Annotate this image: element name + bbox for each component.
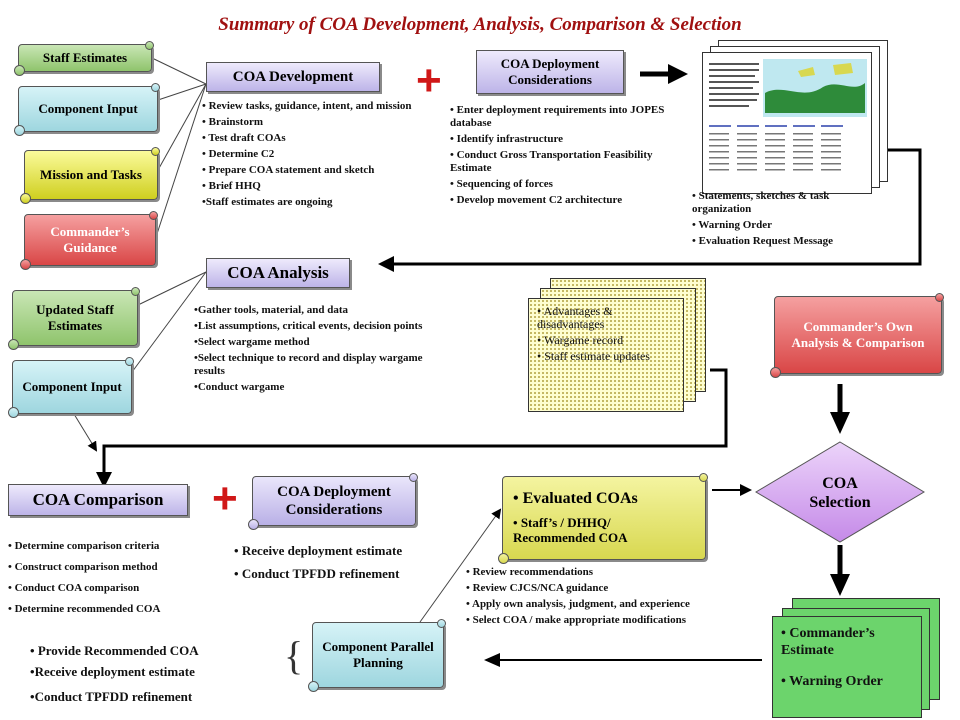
coa-sketch-document <box>702 52 872 194</box>
deployment-bottom-bullets: • Receive deployment estimate • Conduct … <box>234 544 454 583</box>
deployment-bottom-bullet: • Receive deployment estimate <box>234 543 403 558</box>
coa-comparison-header: COA Comparison <box>8 484 188 516</box>
arrow-left-icon <box>378 148 922 272</box>
component-parallel-planning-scroll: Component Parallel Planning <box>308 619 446 692</box>
development-bullet: • Brainstorm <box>202 116 263 128</box>
input-connectors <box>131 57 207 373</box>
arrow-right-icon <box>712 484 752 496</box>
coa-analysis-header: COA Analysis <box>206 258 350 288</box>
component-input-scroll: Component Input <box>14 83 160 136</box>
arrow-down-icon <box>830 384 850 434</box>
commanders-analysis-scroll: Commander’s Own Analysis & Comparison <box>770 293 944 378</box>
review-bullet: • Review CJCS/NCA guidance <box>466 582 609 594</box>
evaluated-coas-scroll: • Evaluated COAs • Staff’s / DHHQ/ Recom… <box>498 473 708 564</box>
product-bullet: • Evaluation Request Message <box>692 235 834 247</box>
analysis-output-bullet: • Wargame record <box>537 333 624 347</box>
coa-deployment-scroll-bottom: COA Deployment Considerations <box>248 473 418 530</box>
arrow-left-icon <box>484 653 762 667</box>
estimate-items: • Commander’s Estimate • Warning Order <box>781 625 915 693</box>
development-bullet: • Review tasks, guidance, intent, and mi… <box>202 100 412 112</box>
product-bullet: • Warning Order <box>692 219 773 231</box>
analysis-bullet: •Select wargame method <box>194 336 310 348</box>
mission-tasks-scroll: Mission and Tasks <box>20 147 160 204</box>
staff-estimates-scroll: Staff Estimates <box>14 41 154 76</box>
coa-selection-label: COA Selection <box>809 475 871 511</box>
arrow-left-icon <box>96 368 728 488</box>
component-input-mid-scroll: Component Input <box>8 357 134 418</box>
analysis-bullet: •List assumptions, critical events, deci… <box>194 320 423 332</box>
bottom-left-items: • Provide Recommended COA •Receive deplo… <box>30 644 280 706</box>
development-bullet: •Staff estimates are ongoing <box>202 196 333 208</box>
analysis-output-bullets: • Advantages & disadvantages • Wargame r… <box>537 305 677 366</box>
deployment-bullet: • Enter deployment requirements into JOP… <box>450 104 665 129</box>
coa-development-header: COA Development <box>206 62 380 92</box>
deployment-bottom-bullet: • Conduct TPFDD refinement <box>234 566 400 581</box>
comparison-bullet: • Determine comparison criteria <box>8 540 160 552</box>
products-top-bullets: • Statements, sketches & task organizati… <box>692 190 882 251</box>
plus-icon: + <box>212 474 238 523</box>
comparison-bullet: • Conduct COA comparison <box>8 582 140 594</box>
comparison-bullet: • Determine recommended COA <box>8 603 161 615</box>
bottom-left-item: •Receive deployment estimate <box>30 664 195 679</box>
review-bullet: • Select COA / make appropriate modifica… <box>466 614 686 626</box>
comparison-bullet: • Construct comparison method <box>8 561 158 573</box>
analysis-output-bullet: • Staff estimate updates <box>537 349 650 363</box>
updated-staff-estimates-scroll: Updated Staff Estimates <box>8 287 140 350</box>
deployment-bullet: • Conduct Gross Transportation Feasibili… <box>450 149 653 174</box>
page-title: Summary of COA Development, Analysis, Co… <box>218 14 742 35</box>
review-bullets: • Review recommendations • Review CJCS/N… <box>466 566 746 630</box>
arrow-down-icon <box>830 545 850 596</box>
development-bullet: • Test draft COAs <box>202 132 286 144</box>
coa-deployment-header-top: COA Deployment Considerations <box>476 50 624 94</box>
deployment-bullet: • Develop movement C2 architecture <box>450 194 623 206</box>
arrow-right-icon <box>640 64 688 84</box>
commanders-estimate-document: • Commander’s Estimate • Warning Order <box>772 616 922 718</box>
bottom-left-item: • Provide Recommended COA <box>30 643 199 658</box>
development-bullet: • Prepare COA statement and sketch <box>202 164 375 176</box>
deployment-top-bullets: • Enter deployment requirements into JOP… <box>450 104 670 210</box>
parallel-to-evaluated-connector <box>419 508 502 623</box>
bottom-left-item: •Conduct TPFDD refinement <box>30 689 193 704</box>
estimate-item: • Warning Order <box>781 674 883 689</box>
analysis-bullet: •Select technique to record and display … <box>194 352 423 377</box>
analysis-bullet: •Conduct wargame <box>194 381 285 393</box>
comparison-bullets: • Determine comparison criteria • Constr… <box>8 540 208 624</box>
development-bullet: • Determine C2 <box>202 148 275 160</box>
development-bullets: • Review tasks, guidance, intent, and mi… <box>202 100 418 212</box>
estimate-item: • Commander’s Estimate <box>781 626 875 658</box>
deployment-bullet: • Identify infrastructure <box>450 133 564 145</box>
coa-selection-diamond <box>755 441 925 543</box>
brace-icon: { <box>284 633 304 678</box>
development-bullet: • Brief HHQ <box>202 180 261 192</box>
analysis-output-bullet: • Advantages & disadvantages <box>537 304 613 331</box>
review-bullet: • Review recommendations <box>466 566 594 578</box>
commanders-guidance-scroll: Commander’s Guidance <box>20 211 158 270</box>
map-sketch-icon <box>709 59 867 171</box>
deployment-bullet: • Sequencing of forces <box>450 178 553 190</box>
evaluated-title: • Evaluated COAs <box>513 490 638 507</box>
product-bullet: • Statements, sketches & task organizati… <box>692 190 830 215</box>
analysis-bullets: •Gather tools, material, and data •List … <box>194 304 438 397</box>
evaluated-sub: • Staff’s / DHHQ/ Recommended COA <box>513 515 628 545</box>
analysis-bullet: •Gather tools, material, and data <box>194 304 348 316</box>
input-to-comparison-connector <box>73 413 98 452</box>
analysis-output-document: • Advantages & disadvantages • Wargame r… <box>528 298 684 412</box>
review-bullet: • Apply own analysis, judgment, and expe… <box>466 598 690 610</box>
plus-icon: + <box>416 56 442 105</box>
